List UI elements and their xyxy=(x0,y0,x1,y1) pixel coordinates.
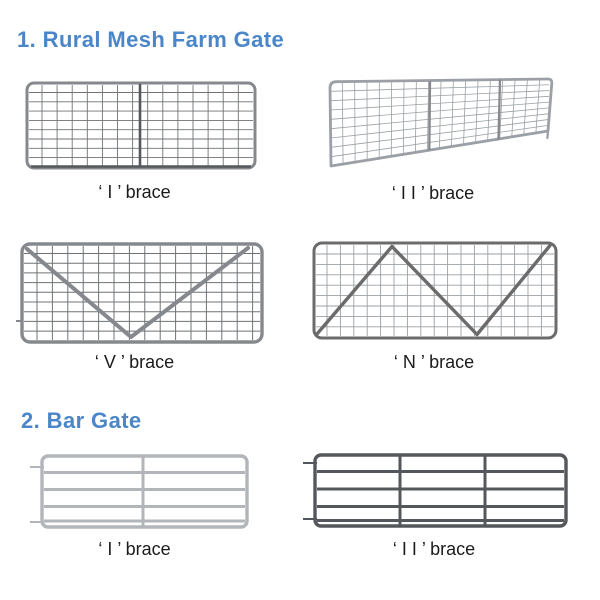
mesh-gate-i-brace-image xyxy=(25,81,257,170)
mesh-gate-n-brace-image xyxy=(312,241,558,340)
gate-label-mesh-n-brace: ‘ N ’ brace xyxy=(393,352,475,372)
bar-gate-ii-brace-image xyxy=(303,453,568,528)
gate-label-mesh-ii-brace: ‘ I I ’ brace xyxy=(391,183,475,203)
mesh-gate-v-brace-image xyxy=(16,242,264,344)
gate-label-mesh-i-brace: ‘ I ’ brace xyxy=(98,182,171,202)
mesh-gate-ii-brace-image xyxy=(328,77,554,168)
bar-gate-i-brace-image xyxy=(30,454,249,529)
gate-label-bar-ii-brace: ‘ I I ’ brace xyxy=(392,539,476,559)
section-heading-rural-mesh-farm-gate: 1. Rural Mesh Farm Gate xyxy=(17,27,285,52)
gate-label-bar-i-brace: ‘ I ’ brace xyxy=(98,539,171,559)
section-heading-bar-gate: 2. Bar Gate xyxy=(21,408,142,433)
gate-label-mesh-v-brace: ‘ V ’ brace xyxy=(94,352,175,372)
